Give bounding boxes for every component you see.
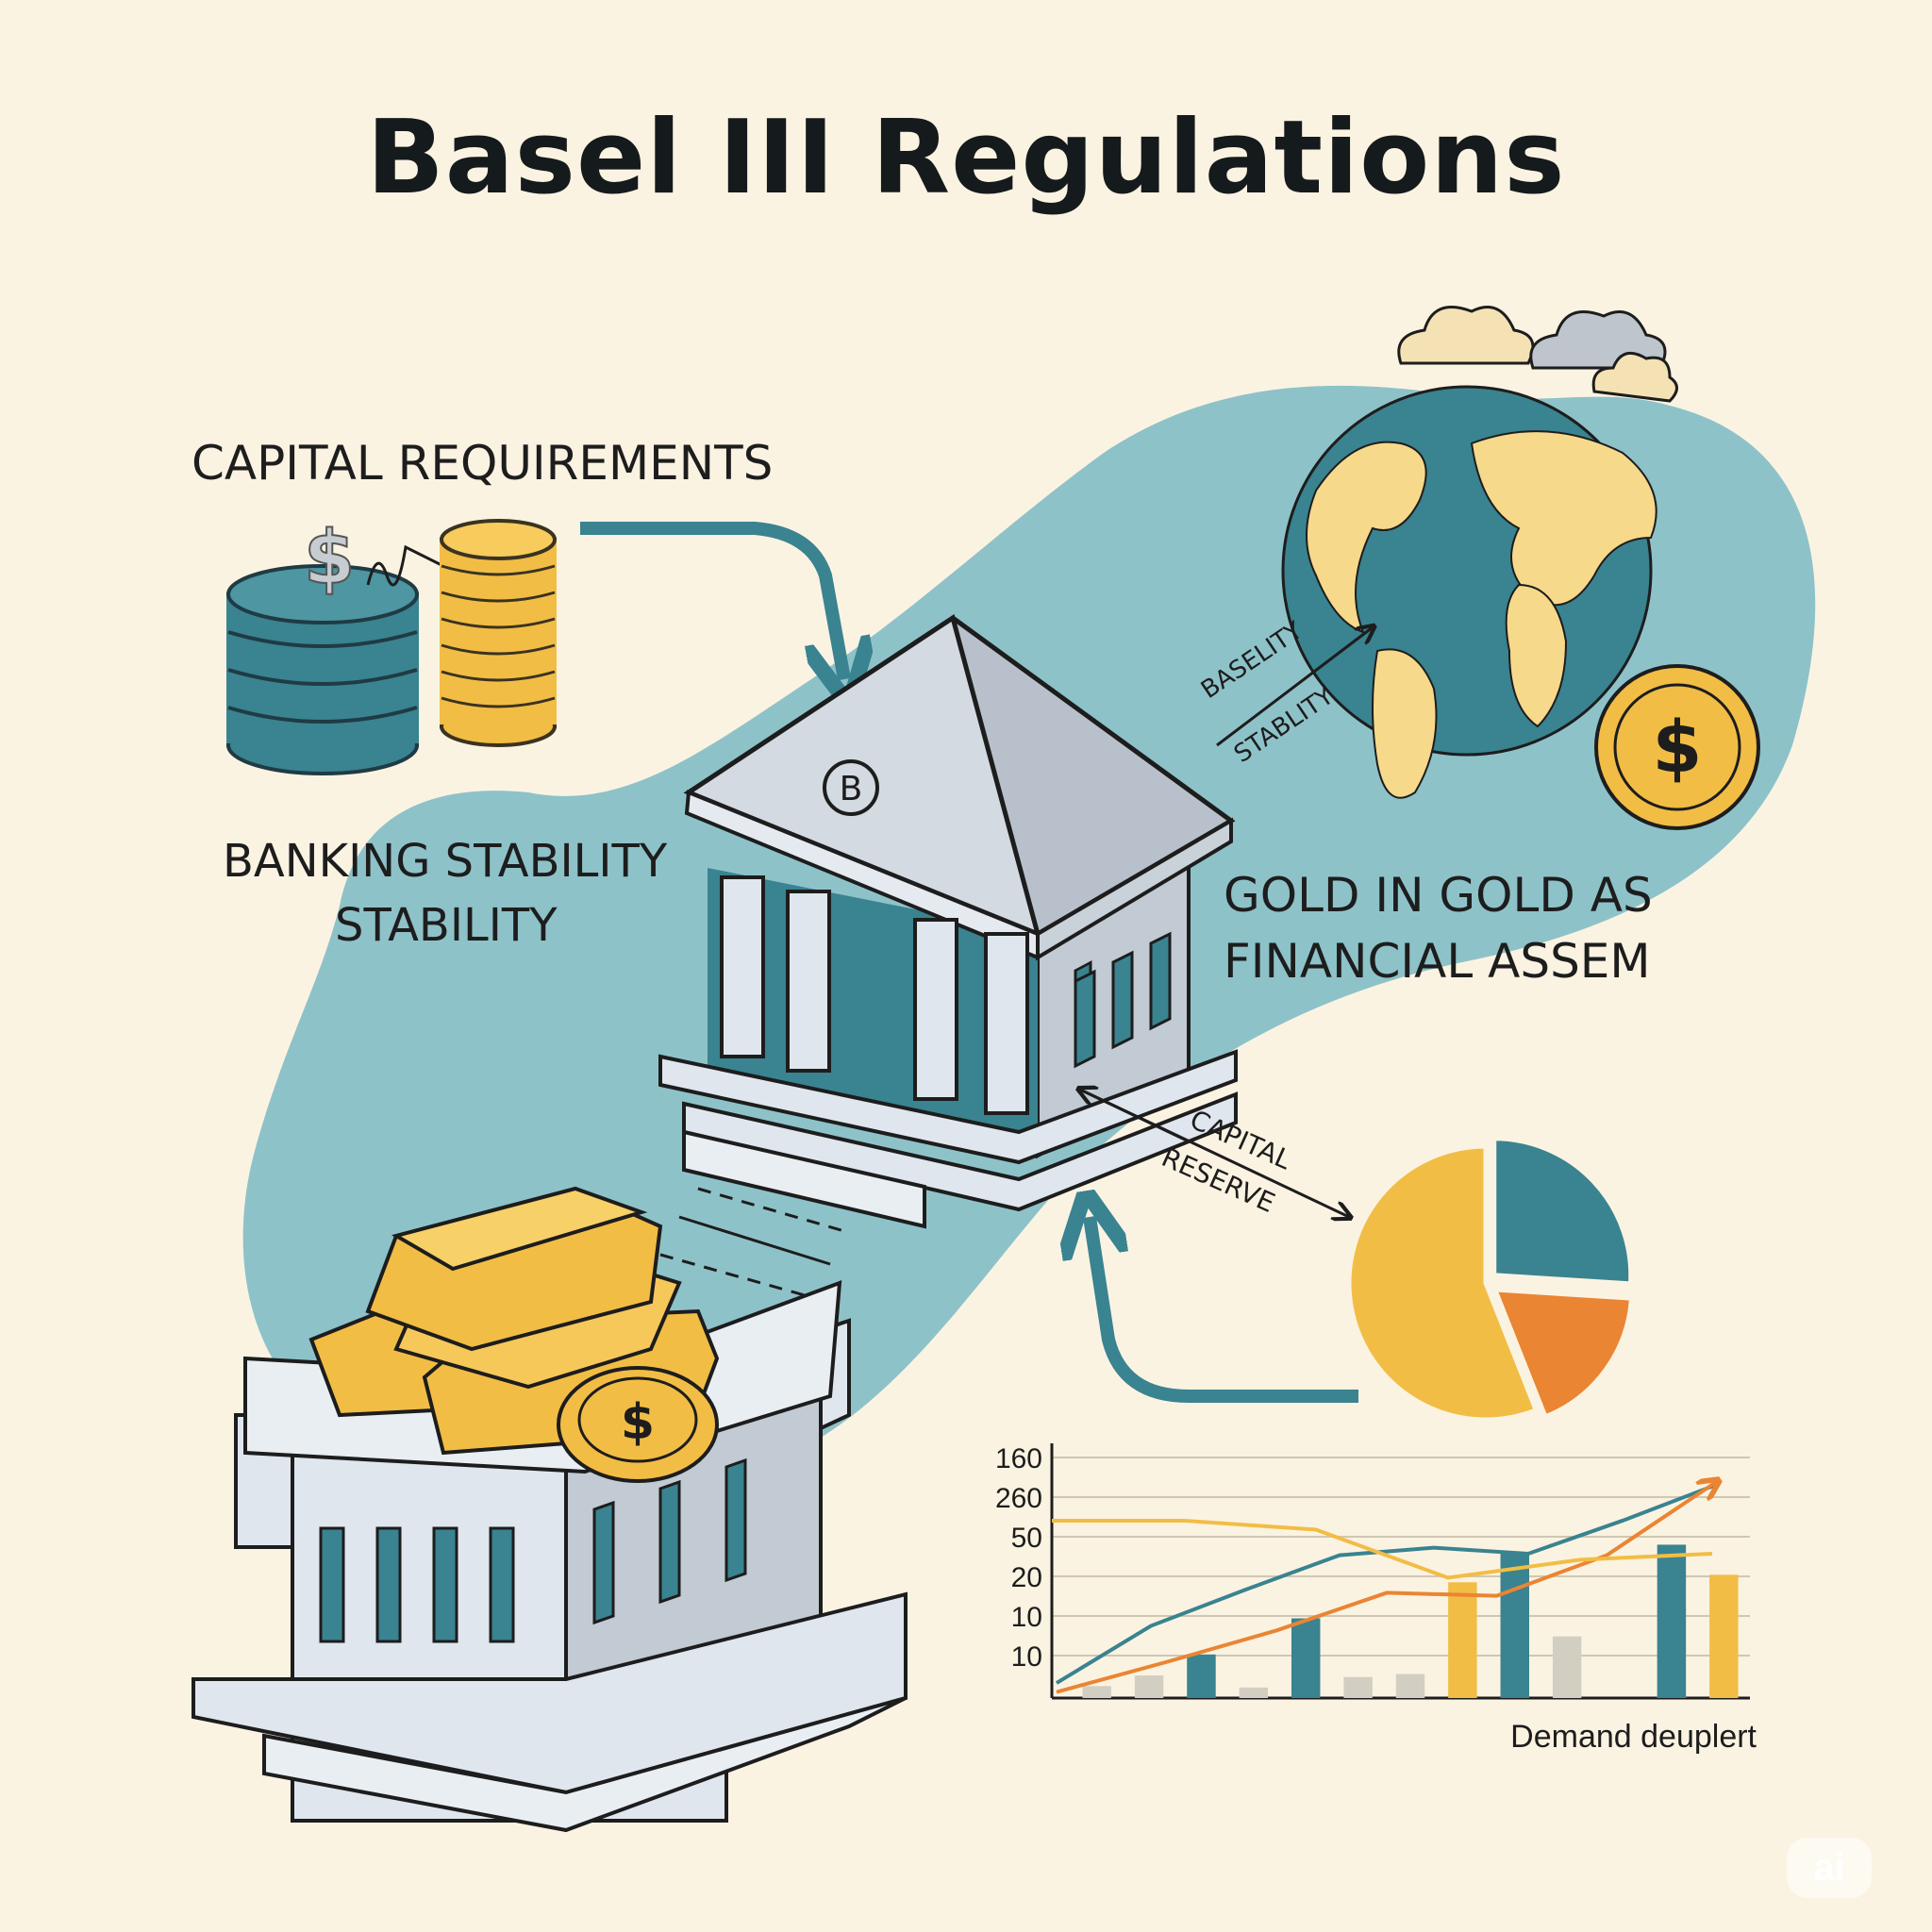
bank-emblem: B bbox=[840, 770, 863, 808]
pie-chart bbox=[1346, 1136, 1635, 1423]
bar bbox=[1134, 1675, 1164, 1698]
bar bbox=[1395, 1674, 1425, 1698]
series-line bbox=[1056, 1482, 1717, 1694]
squiggle-line bbox=[366, 544, 444, 587]
flow-arrow-pie-to-bank bbox=[1090, 1217, 1358, 1403]
bar bbox=[1082, 1686, 1111, 1698]
x-axis-label: Demand deuplert bbox=[1510, 1719, 1757, 1755]
y-tick-label: 50 bbox=[1011, 1523, 1042, 1554]
bar bbox=[1657, 1544, 1687, 1698]
bar bbox=[1500, 1554, 1529, 1698]
dollar-sign-icon: $ bbox=[304, 516, 355, 601]
y-tick-label: 260 bbox=[995, 1483, 1042, 1514]
label-capital-requirements: CAPITAL REQUIREMENTS bbox=[192, 436, 774, 491]
dashed-connector bbox=[659, 1187, 845, 1299]
teal-coin-stack bbox=[226, 564, 419, 775]
arrow-capital-reserve-back bbox=[1080, 1090, 1190, 1143]
page-title: Basel III Regulations bbox=[366, 99, 1566, 217]
bar bbox=[1552, 1636, 1582, 1698]
y-tick-label: 10 bbox=[1011, 1602, 1042, 1633]
gold-coin-stack bbox=[440, 519, 557, 747]
label-gold-asset-line1: GOLD IN GOLD AS bbox=[1224, 868, 1653, 923]
y-tick-label: 10 bbox=[1011, 1641, 1042, 1673]
pie-slice bbox=[1346, 1143, 1540, 1423]
series-line bbox=[1052, 1518, 1713, 1580]
label-banking-stability-line2: STABILITY bbox=[335, 899, 558, 952]
label-banking-stability-line1: BANKING STABILITY bbox=[223, 835, 668, 888]
arrow-bank-to-globe bbox=[1216, 627, 1373, 747]
bar bbox=[1239, 1687, 1269, 1698]
dollar-sign-icon: $ bbox=[621, 1394, 655, 1451]
label-gold-asset-line2: FINANCIAL ASSEM bbox=[1224, 934, 1651, 989]
cloud-icon bbox=[1397, 306, 1678, 403]
y-tick-label: 20 bbox=[1011, 1562, 1042, 1593]
pie-slice bbox=[1491, 1287, 1635, 1421]
series-line bbox=[1055, 1482, 1718, 1685]
pie-slice bbox=[1491, 1136, 1634, 1287]
bar bbox=[1343, 1676, 1373, 1698]
flow-arrow-capital-to-bank bbox=[580, 522, 844, 679]
bar bbox=[1291, 1618, 1321, 1698]
central-bank-building bbox=[658, 614, 1238, 1229]
dollar-sign-icon: $ bbox=[1653, 705, 1703, 789]
gold-coin bbox=[557, 1366, 719, 1483]
gold-bars bbox=[308, 1186, 720, 1456]
bar bbox=[1709, 1574, 1739, 1698]
y-tick-label: 160 bbox=[995, 1443, 1042, 1474]
gold-dollar-coin bbox=[1594, 664, 1760, 830]
watermark-logo: ai bbox=[1787, 1838, 1872, 1898]
globe-icon bbox=[1281, 385, 1657, 799]
bar bbox=[1448, 1582, 1477, 1698]
bar bbox=[1187, 1654, 1216, 1698]
